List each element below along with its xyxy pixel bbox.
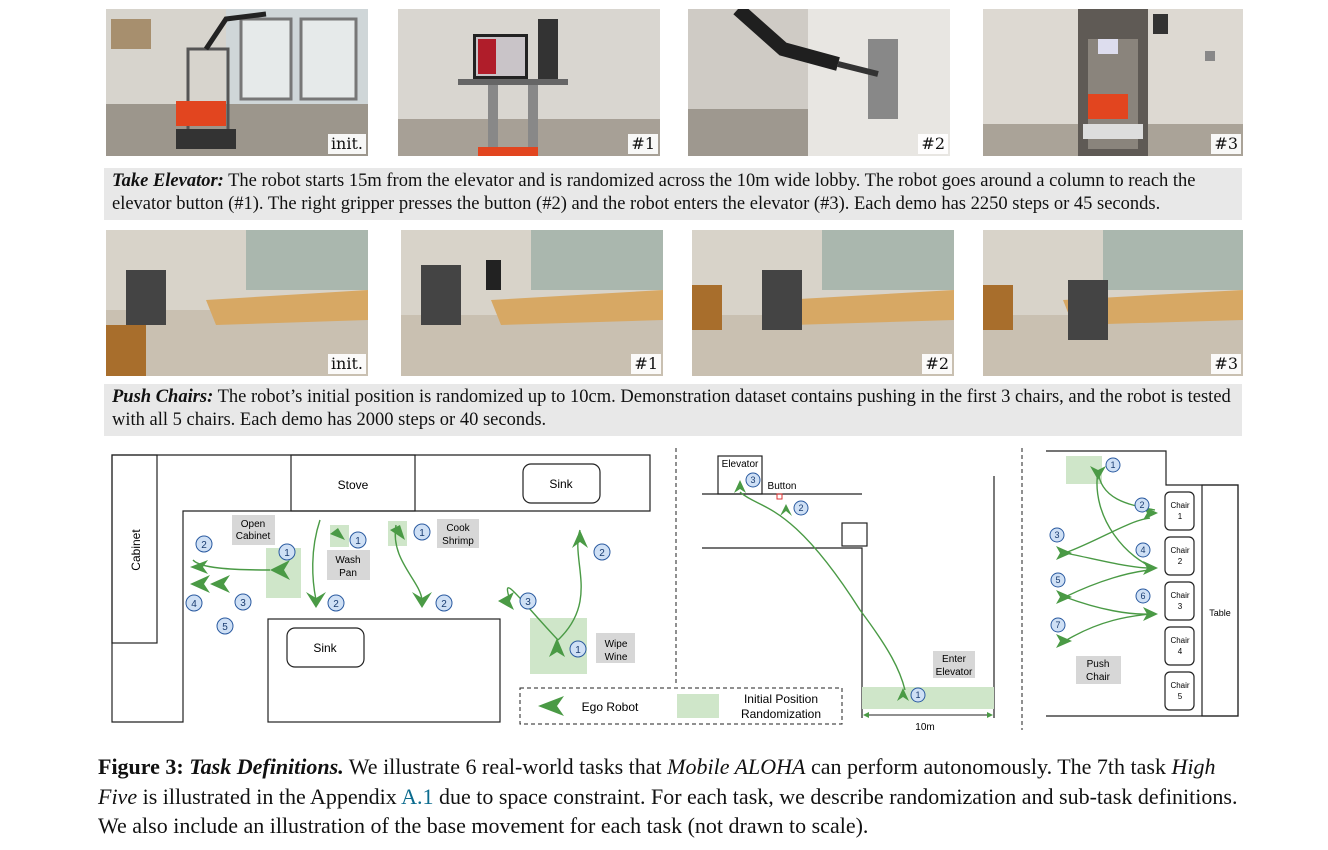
- take-elevator-caption: Take Elevator: The robot starts 15m from…: [104, 168, 1242, 220]
- push-chair-label-2: Chair: [1086, 672, 1111, 683]
- wash-pan-label-1: Wash: [335, 555, 360, 566]
- wash-pan-label-2: Pan: [339, 568, 357, 579]
- svg-text:1: 1: [419, 528, 425, 539]
- photo-tag: #3: [1211, 354, 1241, 374]
- photo-tag: #2: [922, 354, 952, 374]
- cook-shrimp-label-1: Cook: [446, 523, 470, 534]
- elevator-diagram: [702, 455, 995, 718]
- sink-top-label: Sink: [549, 477, 573, 491]
- figure-label: Figure 3:: [98, 754, 184, 779]
- wipe-wine-label-2: Wine: [605, 652, 628, 663]
- svg-text:1: 1: [575, 645, 581, 656]
- kitchen-diagram: [111, 454, 651, 723]
- enter-elevator-label-1: Enter: [942, 654, 967, 665]
- svg-text:2: 2: [798, 503, 803, 513]
- legend-randomization-1: Initial Position: [744, 692, 818, 706]
- svg-text:2: 2: [441, 599, 447, 610]
- kitchen-step-markers: 2 1 1 2 1 2 2 3 1 4 3 5: [185, 523, 611, 658]
- svg-text:2: 2: [201, 540, 207, 551]
- svg-text:3: 3: [750, 475, 755, 485]
- chairs-photo-2: #2: [692, 230, 954, 376]
- elevator-photo-3: #3: [983, 9, 1243, 156]
- svg-text:Chair: Chair: [1170, 546, 1189, 555]
- svg-text:3: 3: [525, 597, 531, 608]
- legend-ego-robot: Ego Robot: [582, 700, 639, 714]
- open-cabinet-label-2: Cabinet: [236, 531, 271, 542]
- svg-text:1: 1: [355, 536, 361, 547]
- legend: [519, 687, 843, 725]
- distance-label: 10m: [915, 722, 934, 733]
- caption-body: The robot starts 15m from the elevator a…: [112, 171, 1196, 214]
- push-chairs-caption: Push Chairs: The robot’s initial positio…: [104, 384, 1242, 436]
- svg-text:2: 2: [1139, 500, 1144, 510]
- svg-text:Chair: Chair: [1170, 681, 1189, 690]
- svg-text:2: 2: [599, 548, 605, 559]
- photo-tag: init.: [327, 354, 366, 374]
- open-cabinet-label-1: Open: [241, 519, 265, 530]
- figure-caption: Figure 3: Task Definitions. We illustrat…: [98, 754, 1238, 838]
- photo-tag: init.: [327, 134, 366, 154]
- photo-tag: #2: [918, 134, 948, 154]
- chairs-photo-init: init.: [106, 230, 368, 376]
- svg-text:Chair: Chair: [1170, 591, 1189, 600]
- svg-text:6: 6: [1140, 591, 1145, 601]
- svg-text:3: 3: [240, 598, 246, 609]
- svg-text:5: 5: [1055, 575, 1060, 585]
- svg-text:Chair: Chair: [1170, 636, 1189, 645]
- button-label: Button: [768, 481, 797, 492]
- chairs-diagram: [1046, 450, 1239, 717]
- svg-text:1: 1: [1178, 512, 1183, 521]
- elevator-photo-1: #1: [398, 9, 660, 156]
- svg-text:2: 2: [333, 599, 339, 610]
- wipe-wine-label-1: Wipe: [605, 639, 628, 650]
- chairs-photo-3: #3: [983, 230, 1243, 376]
- photo-tag: #3: [1211, 134, 1241, 154]
- svg-text:2: 2: [1178, 557, 1183, 566]
- svg-text:7: 7: [1055, 620, 1060, 630]
- task-diagrams: Cabinet Stove Sink Sink Open Cabinet Was…: [111, 448, 1239, 733]
- svg-text:3: 3: [1178, 602, 1183, 611]
- elevator-photo-2: #2: [688, 9, 950, 156]
- figure-title: Task Definitions.: [189, 754, 344, 779]
- svg-text:1: 1: [284, 548, 290, 559]
- appendix-link[interactable]: A.1: [401, 783, 434, 809]
- svg-text:4: 4: [1140, 545, 1145, 555]
- svg-text:4: 4: [191, 599, 197, 610]
- svg-text:3: 3: [1054, 530, 1059, 540]
- photo-tag: #1: [631, 354, 661, 374]
- svg-text:1: 1: [915, 690, 920, 700]
- svg-text:1: 1: [1110, 460, 1115, 470]
- elevator-label: Elevator: [722, 459, 759, 470]
- svg-text:5: 5: [1178, 692, 1183, 701]
- cabinet-label: Cabinet: [129, 529, 143, 571]
- cook-shrimp-label-2: Shrimp: [442, 536, 474, 547]
- svg-text:4: 4: [1178, 647, 1183, 656]
- caption-title: Take Elevator:: [112, 171, 224, 191]
- photo-tag: #1: [628, 134, 658, 154]
- elevator-photo-init: init.: [106, 9, 368, 156]
- chairs-photo-1: #1: [401, 230, 663, 376]
- table-label: Table: [1209, 608, 1231, 618]
- sink-bottom-label: Sink: [313, 641, 337, 655]
- svg-text:Chair: Chair: [1170, 501, 1189, 510]
- enter-elevator-label-2: Elevator: [936, 667, 973, 678]
- caption-title: Push Chairs:: [112, 387, 214, 407]
- push-chair-label-1: Push: [1087, 659, 1110, 670]
- caption-body: The robot’s initial position is randomiz…: [112, 387, 1231, 430]
- legend-randomization-2: Randomization: [741, 707, 821, 721]
- svg-text:5: 5: [222, 622, 228, 633]
- stove-label: Stove: [338, 478, 369, 492]
